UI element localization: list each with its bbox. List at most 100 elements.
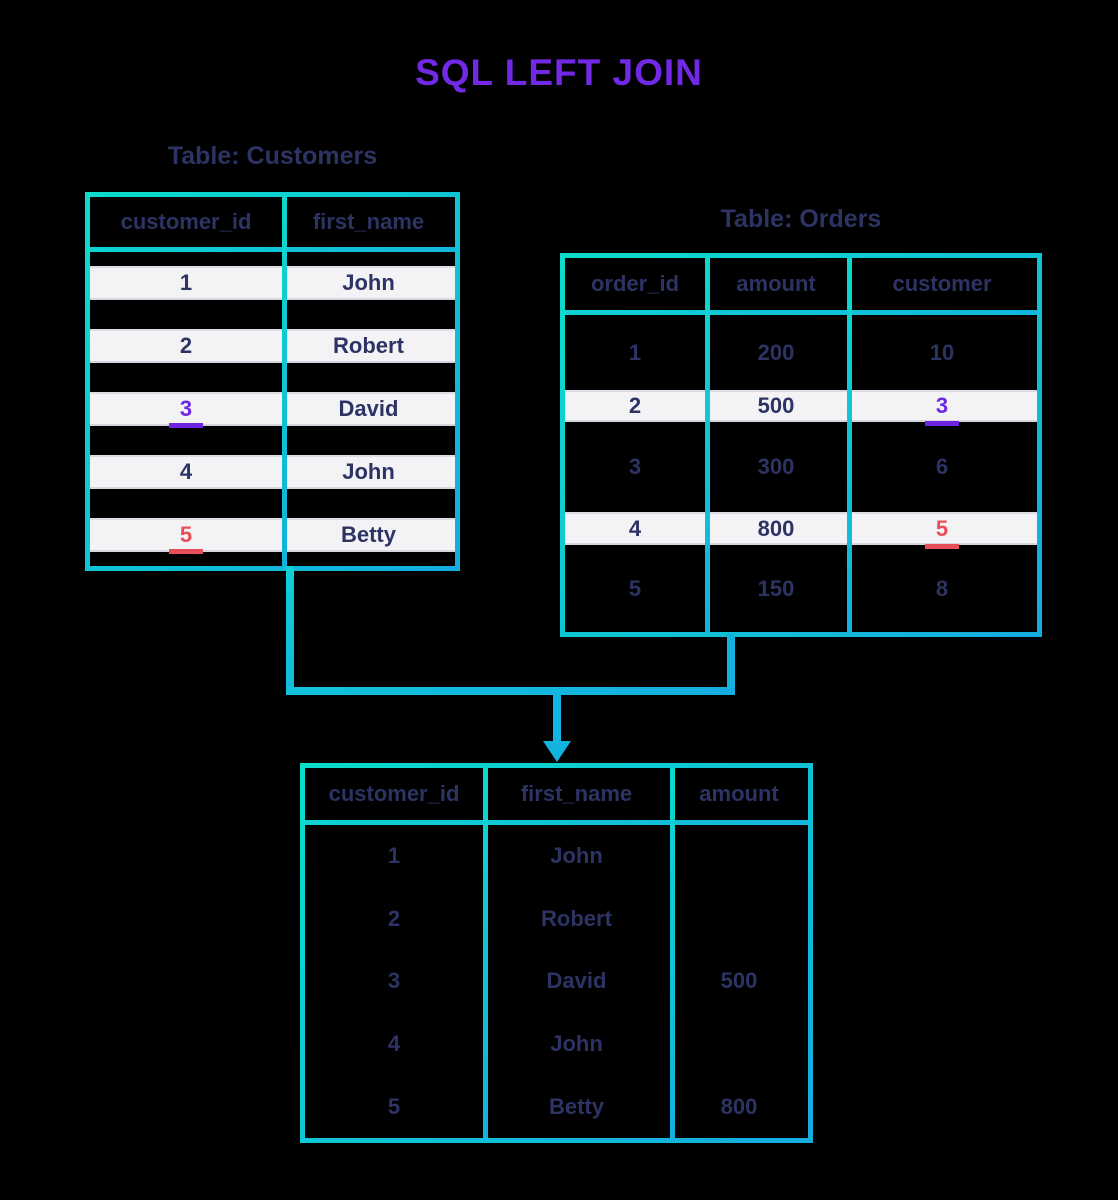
table-cell: David [546, 968, 607, 994]
table-row: 3 David [90, 378, 455, 441]
highlight-underline [925, 544, 959, 549]
highlight-underline [169, 548, 203, 554]
table-cell-join-key: 3 [847, 390, 1037, 426]
table-row: 5 Betty [90, 503, 455, 566]
table-cell: Betty [340, 521, 396, 547]
table-cell: 500 [720, 968, 758, 994]
table-cell: 1 [179, 270, 193, 296]
table-row: 1 200 10 [565, 315, 1037, 390]
table-row: 5 150 8 [565, 545, 1037, 632]
table-row: 3 300 6 [565, 422, 1037, 512]
join-connector-line [286, 687, 735, 695]
table-cell: John [550, 843, 603, 869]
table-cell: John [550, 1031, 603, 1057]
table-row: 2 Robert [305, 888, 808, 951]
result-table-body: 1 John 2 Robert 3 David 500 [305, 825, 808, 1138]
customers-table-label: Table: Customers [167, 142, 378, 170]
column-divider [282, 197, 287, 566]
column-header-order-id: order_id [590, 271, 680, 296]
customers-table: customer_id first_name 1 John 2 Robert [85, 192, 460, 571]
table-cell: 5 [387, 1093, 401, 1119]
table-cell: 3 [628, 454, 642, 479]
table-cell: 1 [628, 339, 642, 365]
result-header-row: customer_id first_name amount [305, 768, 808, 820]
table-row-highlighted: 2 500 3 [565, 390, 1037, 426]
table-cell-empty [670, 888, 808, 951]
table-cell: 2 [387, 905, 401, 931]
table-cell: 2 [179, 333, 193, 359]
table-row: 1 John [90, 252, 455, 315]
column-divider [705, 258, 710, 632]
table-row: 4 John [90, 440, 455, 503]
column-header-amount: amount [736, 271, 816, 296]
arrow-stem [553, 693, 561, 743]
table-cell: 1 [387, 843, 401, 869]
table-cell: 150 [757, 575, 795, 601]
row-stripe [90, 266, 455, 301]
highlight-underline [925, 421, 959, 426]
table-cell: 10 [929, 339, 955, 365]
header-divider [90, 247, 455, 252]
table-row: 4 John [305, 1013, 808, 1076]
column-header-amount: amount [699, 781, 779, 806]
table-cell-empty [670, 825, 808, 888]
column-header-customer-id: customer_id [120, 209, 252, 234]
table-cell: 4 [628, 515, 642, 541]
customers-table-body: 1 John 2 Robert 3 David [90, 252, 455, 566]
row-stripe [90, 329, 455, 364]
column-header-first-name: first_name [520, 781, 633, 806]
table-cell: 300 [757, 454, 795, 479]
join-key-value: 3 [935, 393, 949, 418]
orders-header-row: order_id amount customer [565, 258, 1037, 310]
header-divider [565, 310, 1037, 315]
orders-table-body: 1 200 10 2 500 3 3 300 [565, 315, 1037, 632]
table-cell: 5 [628, 575, 642, 601]
table-cell: 4 [179, 458, 193, 484]
result-table: customer_id first_name amount 1 John 2 R… [300, 763, 813, 1143]
table-row: 2 Robert [90, 315, 455, 378]
table-cell: John [342, 458, 395, 484]
row-stripe [90, 454, 455, 489]
table-cell-join-key: 5 [90, 503, 282, 566]
table-cell: 800 [757, 515, 795, 541]
table-cell: David [338, 395, 399, 421]
table-cell-join-key: 3 [90, 378, 282, 441]
column-header-customer: customer [892, 271, 992, 296]
table-cell: 6 [935, 454, 949, 479]
orders-table-label: Table: Orders [720, 205, 882, 233]
down-arrow-icon [543, 741, 571, 762]
column-divider [670, 768, 675, 1138]
column-header-first-name: first_name [312, 209, 425, 234]
customers-header-row: customer_id first_name [90, 197, 455, 247]
header-divider [305, 820, 808, 825]
orders-connector-line [727, 634, 735, 695]
table-cell: Betty [548, 1093, 604, 1119]
column-divider [483, 768, 488, 1138]
table-cell: 8 [935, 575, 949, 601]
customers-connector-line [286, 566, 294, 695]
table-cell: 800 [720, 1093, 758, 1119]
table-row: 5 Betty 800 [305, 1075, 808, 1138]
table-cell: 4 [387, 1031, 401, 1057]
table-cell: 200 [757, 339, 795, 365]
column-divider [847, 258, 852, 632]
row-stripe [90, 391, 455, 426]
table-cell-join-key: 5 [847, 512, 1037, 549]
table-row-highlighted: 4 800 5 [565, 512, 1037, 549]
highlight-underline [169, 422, 203, 428]
join-key-value: 5 [935, 515, 949, 541]
table-cell-empty [670, 1013, 808, 1076]
table-cell: John [342, 270, 395, 296]
row-stripe [90, 517, 455, 552]
column-header-customer-id: customer_id [328, 781, 460, 806]
table-row: 3 David 500 [305, 950, 808, 1013]
table-cell: 3 [387, 968, 401, 994]
table-cell: Robert [541, 905, 612, 931]
table-cell: 2 [628, 393, 642, 418]
join-key-value: 3 [179, 395, 193, 421]
orders-table: order_id amount customer 1 200 10 2 500 … [560, 253, 1042, 637]
page-title: SQL LEFT JOIN [415, 52, 703, 93]
join-key-value: 5 [179, 521, 193, 547]
table-cell: Robert [333, 333, 404, 359]
